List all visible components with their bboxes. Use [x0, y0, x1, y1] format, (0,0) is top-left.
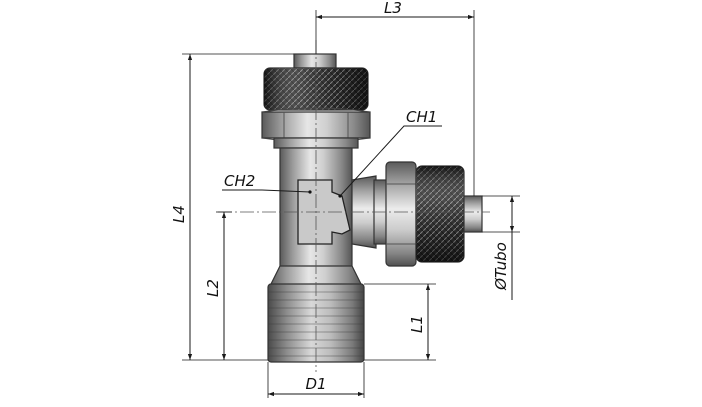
- label-otubo: ØTubo: [492, 242, 510, 291]
- fitting-body: [261, 53, 483, 363]
- label-l1: L1: [408, 315, 426, 333]
- label-ch1: CH1: [406, 108, 437, 126]
- label-l4: L4: [170, 205, 188, 223]
- top-tube-stub: [293, 53, 337, 69]
- label-ch2: CH2: [224, 172, 255, 190]
- side-hex: [385, 161, 417, 267]
- dimension-labels: L3 L4 L2 L1 D1 CH1 CH2 ØTubo: [170, 0, 510, 393]
- label-d1: D1: [305, 375, 326, 393]
- side-tube-stub: [463, 195, 483, 233]
- label-l3: L3: [384, 0, 402, 17]
- label-l2: L2: [204, 279, 222, 297]
- center-axes: [218, 40, 490, 372]
- dimensions: [182, 10, 520, 398]
